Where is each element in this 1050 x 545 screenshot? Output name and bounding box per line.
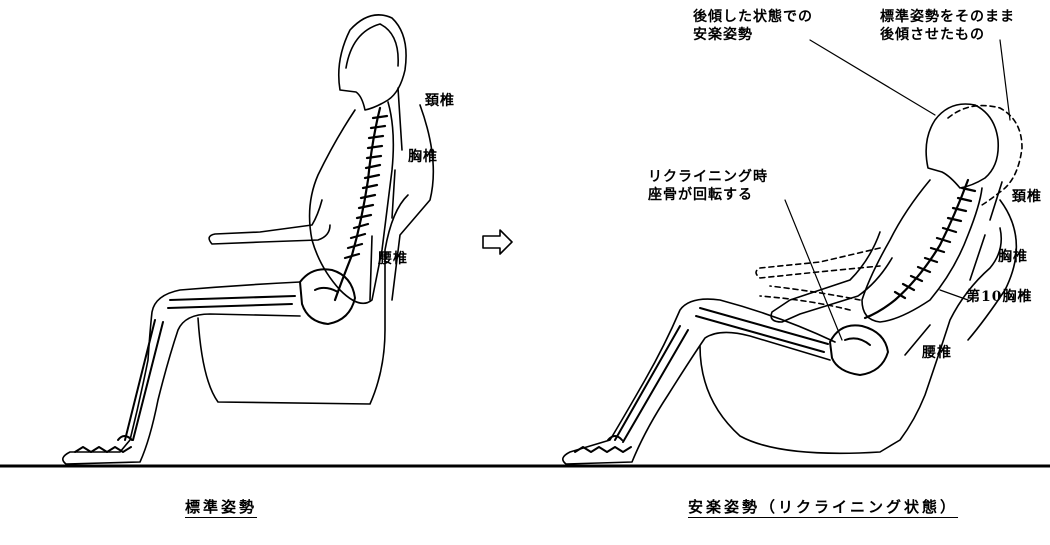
foot-right	[575, 436, 631, 452]
standard-posture-figure	[63, 15, 434, 464]
reclined-posture-figure	[563, 40, 1022, 464]
right-label-pelvis-line1: リクライニング時	[648, 168, 768, 186]
leader-relaxed	[810, 40, 935, 115]
leader-t10	[940, 290, 968, 300]
right-label-pelvis-line2: 座骨が回転する	[648, 186, 753, 204]
foot-left	[75, 436, 132, 452]
left-label-cervical: 頚椎	[425, 92, 455, 110]
spine-left	[335, 108, 387, 300]
right-label-tilted-line1: 標準姿勢をそのまま	[880, 8, 1015, 26]
leg-right	[563, 299, 835, 464]
right-label-tilted-line2: 後傾させたもの	[880, 26, 985, 44]
right-label-cervical: 頚椎	[1012, 188, 1042, 206]
right-label-lumbar: 腰椎	[922, 344, 952, 362]
spine-right	[865, 180, 975, 318]
left-label-lumbar: 腰椎	[378, 250, 408, 268]
right-label-t10: 第10胸椎	[966, 288, 1032, 306]
head-left	[339, 15, 406, 110]
arm-right	[771, 232, 892, 322]
leg-tilted-dashed	[760, 286, 860, 310]
arm-tilted-dashed	[756, 248, 880, 278]
head-right	[926, 104, 998, 188]
tilted-head-dashed	[948, 106, 1022, 205]
right-label-thoracic: 胸椎	[998, 248, 1028, 266]
torso-left	[310, 102, 394, 303]
right-caption: 安楽姿勢（リクライニング状態）	[688, 496, 958, 517]
right-label-relaxed-line2: 安楽姿勢	[693, 26, 753, 44]
femur-left	[125, 296, 295, 440]
left-label-thoracic: 胸椎	[408, 148, 438, 166]
left-caption: 標準姿勢	[185, 496, 257, 517]
torso-right	[862, 180, 982, 322]
seat-back-right	[968, 200, 1016, 340]
skull-outline-left	[346, 24, 398, 68]
transition-arrow	[483, 230, 512, 254]
right-label-relaxed-line1: 後傾した状態での	[693, 8, 813, 26]
leg-left	[63, 282, 300, 464]
seat-back-left	[392, 105, 433, 300]
